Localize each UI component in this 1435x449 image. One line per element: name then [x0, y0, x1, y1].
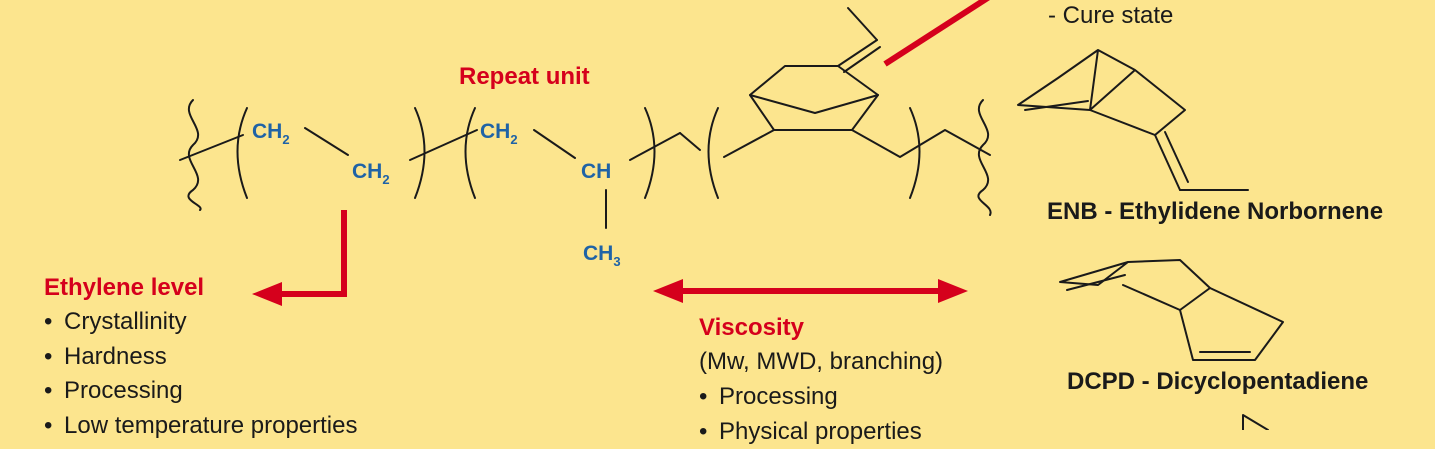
- viscosity-title: Viscosity: [699, 314, 804, 342]
- ethylene-arrow: [280, 210, 344, 294]
- bracket-1-left: [238, 108, 248, 198]
- bond-chain-left: [180, 135, 243, 160]
- chain-end-wave-right: [978, 100, 990, 215]
- ch3-group: CH3: [583, 242, 621, 269]
- enb-molecule: [1018, 50, 1248, 190]
- viscosity-arrowhead-right: [938, 279, 968, 303]
- ethylidene-methyl: [848, 8, 877, 40]
- epdm-structure-diagram: - Cure state Repeat unit CH2 CH2 CH2 CH …: [0, 0, 1435, 430]
- viscosity-arrowhead-left: [653, 279, 683, 303]
- viscosity-subtitle: (Mw, MWD, branching): [699, 348, 943, 376]
- ethylene-level-title: Ethylene level: [44, 274, 204, 302]
- repeat-unit-label: Repeat unit: [459, 63, 590, 91]
- bond-ch2-ch2: [305, 128, 348, 155]
- dcpd-molecule: [1060, 260, 1283, 360]
- list-item: Low temperature properties: [44, 409, 357, 444]
- list-item: Physical properties: [699, 415, 922, 449]
- bracket-2-left: [466, 108, 476, 198]
- viscosity-list: Processing Physical properties: [699, 380, 922, 449]
- list-item: Hardness: [44, 340, 357, 375]
- cure-state-pointer: [885, 0, 1000, 64]
- cure-state-label: - Cure state: [1048, 2, 1173, 30]
- ch2-group-1: CH2: [252, 120, 290, 147]
- bond-ring-right: [852, 130, 990, 157]
- partial-molecule-bottom: [1243, 415, 1268, 430]
- bracket-1-right: [415, 108, 425, 198]
- bond-ch2-ch: [534, 130, 575, 158]
- norbornene-ring: [750, 66, 878, 130]
- bracket-3-right: [910, 108, 920, 198]
- list-item: Processing: [44, 374, 357, 409]
- bracket-2-right: [645, 108, 655, 198]
- list-item: Processing: [699, 380, 922, 415]
- ch2-group-2: CH2: [352, 160, 390, 187]
- dcpd-label: DCPD - Dicyclopentadiene: [1067, 368, 1368, 396]
- bracket-3-left: [709, 108, 719, 198]
- ch-group: CH: [581, 160, 611, 184]
- ethylene-level-list: Crystallinity Hardness Processing Low te…: [44, 305, 357, 443]
- ch2-group-3: CH2: [480, 120, 518, 147]
- bond-bracket3-ring: [724, 130, 774, 157]
- enb-label: ENB - Ethylidene Norbornene: [1047, 198, 1383, 226]
- list-item: Crystallinity: [44, 305, 357, 340]
- ethylene-arrowhead: [252, 282, 282, 306]
